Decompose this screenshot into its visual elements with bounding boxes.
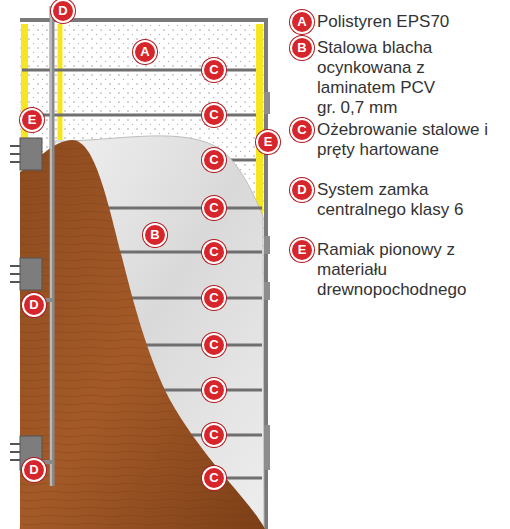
callout-letter: C: [202, 423, 226, 447]
key-text: Polistyren EPS70: [317, 12, 502, 32]
callout-letter: C: [202, 333, 226, 357]
callout-letter: E: [256, 130, 280, 154]
callout-letter: E: [20, 108, 44, 132]
callout-letter: D: [22, 458, 46, 482]
key-text: Ramiak pionowy z materiału drewnopochodn…: [317, 240, 502, 300]
callout-letter: D: [290, 178, 314, 202]
callout-letter: D: [22, 293, 46, 317]
callout-letter: C: [202, 58, 226, 82]
callout-letter: C: [202, 286, 226, 310]
callout-letter: C: [202, 240, 226, 264]
callout-letter: B: [290, 36, 314, 60]
callout-letter: C: [202, 378, 226, 402]
callout-letter: C: [202, 196, 226, 220]
key-text: Ożebrowanie stalowe i pręty hartowane: [317, 120, 502, 160]
callout-letter: C: [202, 148, 226, 172]
callout-letter: B: [143, 223, 167, 247]
callout-letter: E: [290, 238, 314, 262]
key-text: System zamka centralnego klasy 6: [317, 180, 492, 220]
callout-letter: A: [290, 10, 314, 34]
callout-letter: D: [51, 0, 75, 23]
callout-letter: C: [202, 466, 226, 490]
key-text: Stalowa blacha ocynkowana z laminatem PC…: [317, 38, 455, 118]
callout-letter: C: [290, 118, 314, 142]
callout-letter: C: [202, 103, 226, 127]
callout-letter: A: [133, 40, 157, 64]
